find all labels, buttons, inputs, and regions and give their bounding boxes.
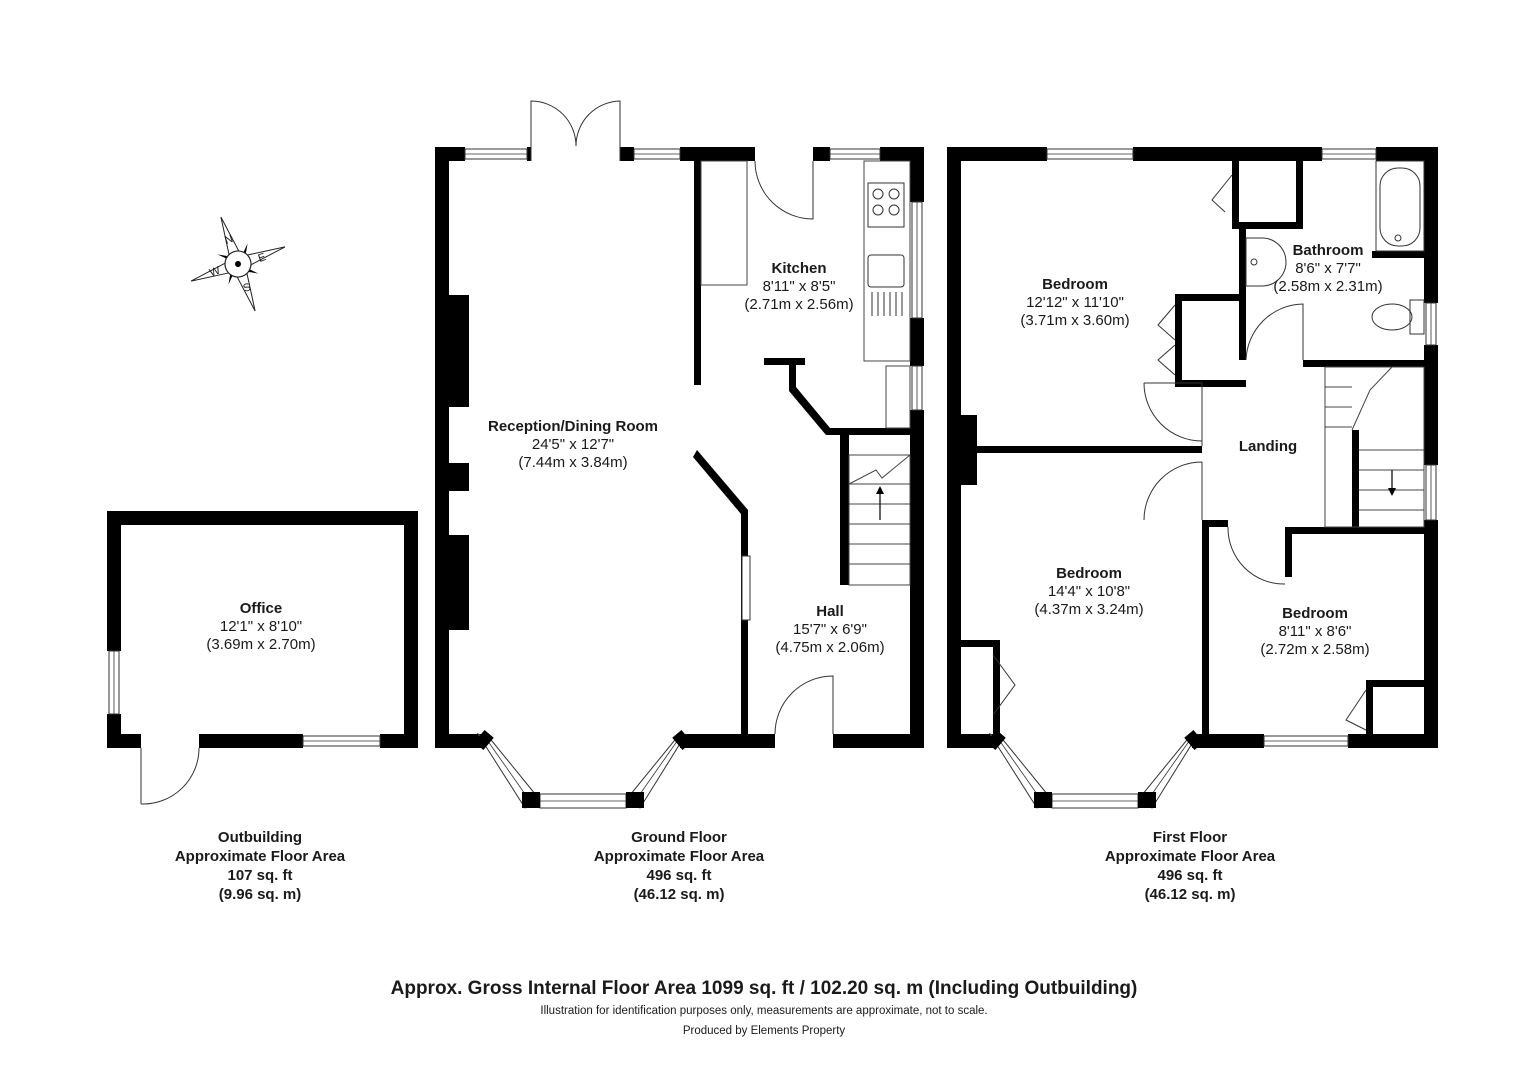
room-dimensions-imperial: 8'11" x 8'6" bbox=[1278, 623, 1352, 640]
outbuilding-plan bbox=[107, 511, 418, 805]
room-bedroom-1: Bedroom 12'12" x 11'10" (3.71m x 3.60m) bbox=[1020, 276, 1129, 330]
caption-line: Approximate Floor Area bbox=[174, 848, 346, 865]
caption-line: (46.12 sq. m) bbox=[633, 886, 725, 903]
room-bedroom-3: Bedroom 8'11" x 8'6" (2.72m x 2.58m) bbox=[1260, 605, 1369, 659]
caption-outbuilding: Outbuilding Approximate Floor Area 107 s… bbox=[175, 828, 345, 904]
room-dimensions-metric: (2.72m x 2.58m) bbox=[1260, 641, 1370, 658]
caption-line: Approximate Floor Area bbox=[593, 848, 765, 865]
room-dimensions-imperial: 24'5" x 12'7" bbox=[531, 436, 615, 453]
room-bedroom-2: Bedroom 14'4" x 10'8" (4.37m x 3.24m) bbox=[1034, 565, 1143, 619]
room-name: Office bbox=[239, 600, 283, 617]
room-office: Office 12'1" x 8'10" (3.69m x 2.70m) bbox=[206, 600, 315, 654]
room-name: Bedroom bbox=[1042, 276, 1108, 293]
room-reception-dining: Reception/Dining Room 24'5" x 12'7" (7.4… bbox=[488, 418, 658, 472]
caption-first-floor: First Floor Approximate Floor Area 496 s… bbox=[1105, 828, 1275, 904]
room-name: Reception/Dining Room bbox=[488, 418, 658, 435]
room-dimensions-metric: (4.37m x 3.24m) bbox=[1034, 601, 1144, 618]
room-name: Landing bbox=[1238, 438, 1298, 455]
room-dimensions-metric: (2.71m x 2.56m) bbox=[744, 296, 854, 313]
total-floor-area: Approx. Gross Internal Floor Area 1099 s… bbox=[390, 978, 1138, 999]
room-dimensions-imperial: 12'12" x 11'10" bbox=[1026, 294, 1124, 311]
room-landing: Landing bbox=[1239, 438, 1297, 456]
disclaimer: Illustration for identification purposes… bbox=[540, 1005, 988, 1017]
room-hall: Hall 15'7" x 6'9" (4.75m x 2.06m) bbox=[775, 603, 884, 657]
caption-line: First Floor bbox=[1152, 829, 1228, 846]
room-dimensions-imperial: 12'1" x 8'10" bbox=[219, 618, 303, 635]
caption-ground-floor: Ground Floor Approximate Floor Area 496 … bbox=[594, 828, 764, 904]
room-name: Kitchen bbox=[771, 260, 827, 277]
ground-floor-plan bbox=[435, 100, 924, 809]
caption-line: (9.96 sq. m) bbox=[218, 886, 302, 903]
caption-line: 496 sq. ft bbox=[646, 867, 712, 884]
room-dimensions-imperial: 15'7" x 6'9" bbox=[793, 621, 867, 638]
room-dimensions-metric: (3.71m x 3.60m) bbox=[1020, 312, 1130, 329]
caption-line: Ground Floor bbox=[631, 829, 727, 846]
room-name: Hall bbox=[816, 603, 844, 620]
caption-line: Approximate Floor Area bbox=[1104, 848, 1276, 865]
room-dimensions-metric: (3.69m x 2.70m) bbox=[206, 636, 316, 653]
room-dimensions-metric: (2.58m x 2.31m) bbox=[1273, 278, 1383, 295]
caption-line: 496 sq. ft bbox=[1157, 867, 1223, 884]
room-dimensions-imperial: 14'4" x 10'8" bbox=[1047, 583, 1131, 600]
room-dimensions-imperial: 8'6" x 7'7" bbox=[1295, 260, 1361, 277]
producer-credit: Produced by Elements Property bbox=[682, 1025, 846, 1037]
room-dimensions-metric: (7.44m x 3.84m) bbox=[518, 454, 628, 471]
room-name: Bathroom bbox=[1292, 242, 1364, 259]
room-bathroom: Bathroom 8'6" x 7'7" (2.58m x 2.31m) bbox=[1273, 242, 1382, 296]
caption-line: 107 sq. ft bbox=[227, 867, 293, 884]
room-kitchen: Kitchen 8'11" x 8'5" (2.71m x 2.56m) bbox=[744, 260, 853, 314]
caption-line: (46.12 sq. m) bbox=[1144, 886, 1236, 903]
first-floor-plan bbox=[947, 147, 1438, 809]
room-name: Bedroom bbox=[1282, 605, 1348, 622]
compass-rose-icon bbox=[190, 216, 286, 312]
room-dimensions-imperial: 8'11" x 8'5" bbox=[762, 278, 836, 295]
room-name: Bedroom bbox=[1056, 565, 1122, 582]
room-dimensions-metric: (4.75m x 2.06m) bbox=[775, 639, 885, 656]
caption-line: Outbuilding bbox=[217, 829, 303, 846]
